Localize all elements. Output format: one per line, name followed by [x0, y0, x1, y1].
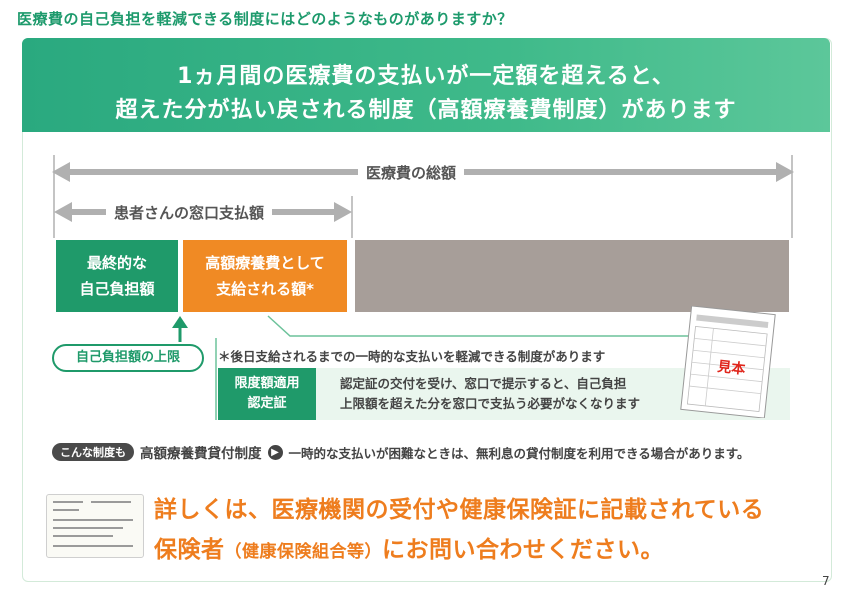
- other-system-title: 高額療養費貸付制度: [140, 446, 262, 462]
- sample-stamp: 見本: [716, 358, 748, 378]
- page-number: 7: [822, 574, 830, 588]
- temporary-note: ＊後日支給されるまでの一時的な支払いを軽減できる制度があります: [218, 349, 606, 364]
- other-system-row: こんな制度も 高額療養費貸付制度 ▶ 一時的な支払いが困難なときは、無利息の貸付…: [52, 441, 750, 463]
- window-label: 患者さんの窓口支払額: [106, 202, 273, 223]
- limit-bubble: 自己負担額の上限: [52, 344, 204, 372]
- total-label: 医療費の総額: [358, 162, 465, 183]
- limit-certificate-label: 限度額適用 認定証: [218, 368, 316, 420]
- certificate-sample-image: 見本: [680, 306, 776, 418]
- banner-line-1: 1ヵ月間の医療費の支払いが一定額を超えると、: [177, 64, 675, 89]
- final-burden-box: 最終的な 自己負担額: [56, 240, 178, 312]
- remaining-cost-box: [355, 240, 789, 312]
- insurance-card-image: [46, 494, 144, 558]
- up-arrow: [172, 316, 188, 342]
- other-system-desc: 一時的な支払いが困難なときは、無利息の貸付制度を利用できる場合があります。: [288, 445, 750, 461]
- contact-line-2: 保険者（健康保険組合等）にお問い合わせください。: [154, 537, 664, 563]
- question-title: 医療費の自己負担を軽減できる制度にはどのようなものがありますか？: [17, 10, 513, 28]
- contact-line-1: 詳しくは、医療機関の受付や健康保険証に記載されている: [154, 497, 765, 523]
- other-system-tag: こんな制度も: [52, 443, 134, 461]
- chevron-right-icon: ▶: [267, 444, 283, 460]
- callout-line: [267, 315, 690, 337]
- banner-line-2: 超えた分が払い戻される制度（高額療養費制度）があります: [115, 98, 737, 123]
- high-cost-benefit-box: 高額療養費として 支給される額*: [183, 240, 347, 312]
- banner: 1ヵ月間の医療費の支払いが一定額を超えると、 超えた分が払い戻される制度（高額療…: [22, 38, 830, 132]
